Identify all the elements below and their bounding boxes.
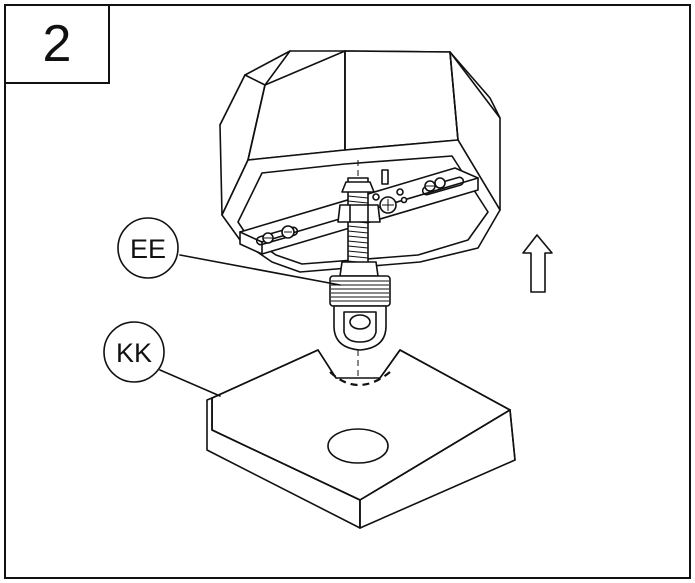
lamp-socket [329,275,391,351]
step-number: 2 [42,15,72,73]
step-number-box [4,4,110,84]
callout-kk: KK [103,321,221,397]
illustration-frame [4,4,691,579]
callout-ee: EE [117,217,341,286]
up-arrow-icon [522,234,553,293]
callout-ee-label: EE [130,234,166,264]
callout-kk-label: KK [116,338,152,368]
square-canopy-plate [206,349,516,529]
threaded-rod [337,169,389,277]
